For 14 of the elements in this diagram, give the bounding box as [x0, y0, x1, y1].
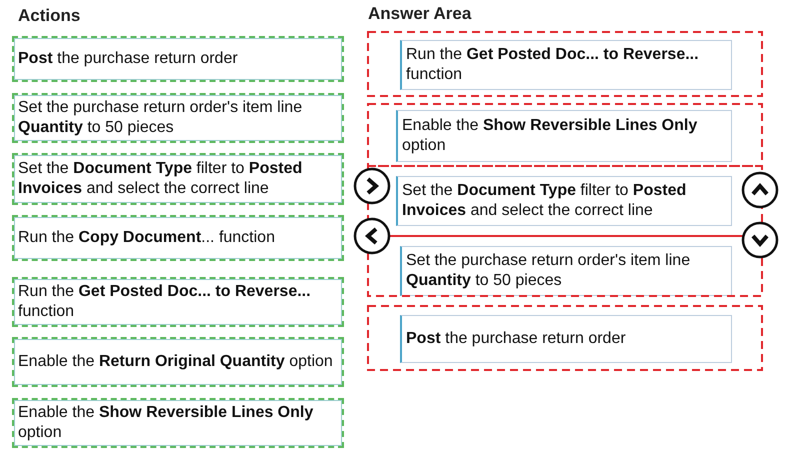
- answer-card: Enable the Show Reversible Lines Only option: [396, 110, 732, 162]
- action-card: Enable the Return Original Quantity option: [12, 337, 344, 387]
- answer-card: Post the purchase return order: [400, 315, 732, 363]
- action-card: Post the purchase return order: [12, 36, 344, 82]
- action-card: Set the Document Type filter to Posted Invoices and select the correct line: [12, 153, 344, 205]
- section-heading: Actions: [18, 6, 80, 26]
- action-card: Enable the Show Reversible Lines Only option: [12, 398, 344, 448]
- answer-card: Set the purchase return order's item line Quantity to 50 pieces: [400, 246, 732, 296]
- action-card: Run the Get Posted Doc... to Reverse... function: [12, 277, 344, 327]
- action-card: Run the Copy Document... function: [12, 215, 344, 261]
- answer-card: Set the Document Type filter to Posted Invoices and select the correct line: [396, 176, 732, 226]
- action-card: Set the purchase return order's item line Quantity to 50 pieces: [12, 93, 344, 143]
- answer-card: Run the Get Posted Doc... to Reverse... function: [400, 40, 732, 90]
- section-heading: Answer Area: [368, 4, 472, 24]
